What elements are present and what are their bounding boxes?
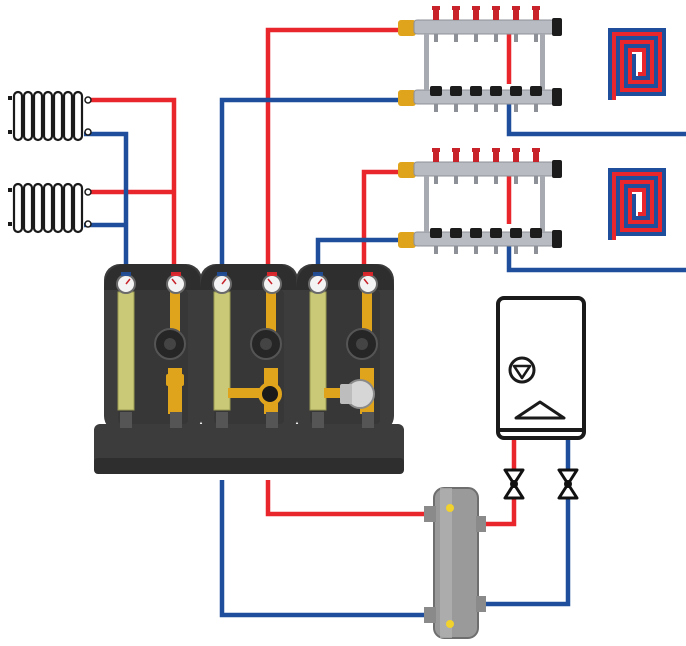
header-shadow bbox=[94, 458, 404, 474]
valve-cap bbox=[430, 86, 442, 96]
lower-manifold-supply-pipe bbox=[364, 172, 402, 268]
valve-cap bbox=[450, 228, 462, 238]
radiator-section bbox=[34, 184, 42, 232]
radiator-section bbox=[24, 184, 32, 232]
valve-cap bbox=[530, 228, 542, 238]
check-valve bbox=[166, 374, 184, 386]
radiator-section bbox=[44, 184, 52, 232]
mixing-valve-icon bbox=[260, 384, 280, 404]
pump-station bbox=[94, 264, 404, 474]
radiator-section bbox=[74, 92, 82, 140]
radiator-section bbox=[24, 92, 32, 140]
valve-cap bbox=[450, 86, 462, 96]
manifold-upper bbox=[398, 6, 562, 112]
radiator-section bbox=[64, 92, 72, 140]
radiator-section bbox=[44, 92, 52, 140]
manifold-lower bbox=[398, 148, 562, 254]
separator-drain-dot bbox=[446, 620, 454, 628]
pump-group-3 bbox=[296, 264, 394, 432]
valve-cap bbox=[490, 86, 502, 96]
valve-cap bbox=[490, 228, 502, 238]
header-to-separator-return-pipe bbox=[222, 480, 432, 615]
boiler bbox=[498, 298, 584, 438]
floor-coil-upper bbox=[606, 26, 666, 100]
upper-manifold-return-pipe bbox=[222, 100, 402, 268]
valve-cap bbox=[470, 228, 482, 238]
hydraulic-separator bbox=[424, 488, 486, 638]
valve-cap bbox=[470, 86, 482, 96]
radiator-section bbox=[34, 92, 42, 140]
radiator-section bbox=[14, 92, 22, 140]
radiator-section bbox=[54, 92, 62, 140]
radiator-supply-pipe bbox=[86, 100, 174, 268]
radiator-section bbox=[64, 184, 72, 232]
valve-cap bbox=[530, 86, 542, 96]
lower-manifold-return-pipe bbox=[318, 240, 402, 268]
floor-coil-lower bbox=[606, 166, 666, 240]
boiler-supply-pipe bbox=[480, 438, 514, 524]
header-to-separator-supply-pipe bbox=[268, 480, 432, 514]
valve-cap bbox=[430, 228, 442, 238]
radiator-bottom bbox=[8, 184, 91, 232]
radiator-section bbox=[74, 184, 82, 232]
radiator-section bbox=[14, 184, 22, 232]
pump-group-2 bbox=[200, 264, 298, 432]
return-shutoff-valve bbox=[559, 470, 577, 498]
radiator-section bbox=[54, 184, 62, 232]
valve-cap bbox=[510, 228, 522, 238]
radiator-return-pipe bbox=[84, 134, 126, 268]
radiator-top bbox=[8, 92, 91, 140]
separator-vent-dot bbox=[446, 504, 454, 512]
upper-manifold-supply-pipe bbox=[268, 30, 402, 268]
supply-shutoff-valve bbox=[505, 470, 523, 498]
boiler-return-pipe bbox=[480, 438, 568, 604]
pump-group-1 bbox=[104, 264, 202, 432]
valve-cap bbox=[510, 86, 522, 96]
